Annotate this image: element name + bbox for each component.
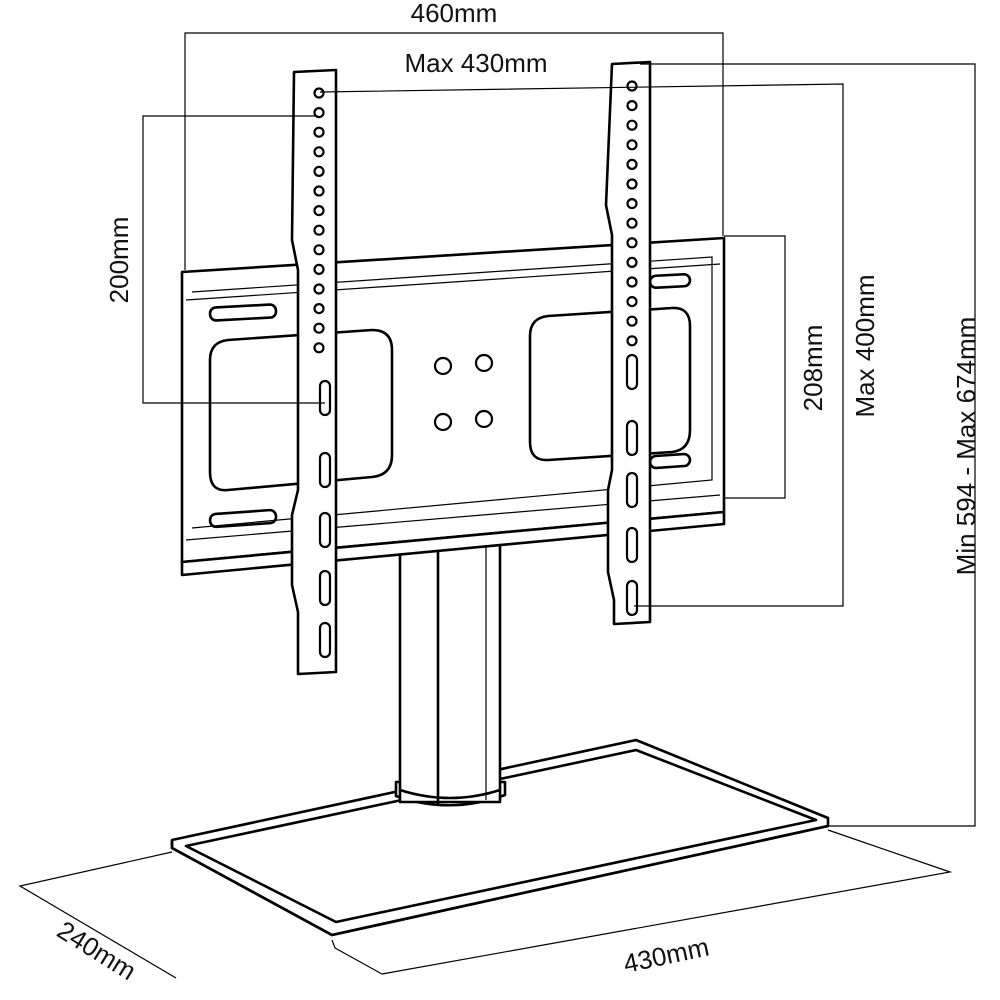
arm-hole <box>313 244 325 256</box>
arm-hole <box>626 158 638 170</box>
arm-hole <box>313 224 325 236</box>
base-width-label: 430mm <box>621 932 712 979</box>
arm-hole <box>626 198 638 210</box>
arm-hole <box>626 80 638 92</box>
arm-hole <box>313 303 325 315</box>
max-vesa-width-label: Max 430mm <box>404 48 547 78</box>
arm-slot <box>625 526 639 564</box>
overall-width-label: 460mm <box>411 0 498 28</box>
arm-hole <box>626 256 638 268</box>
arm-hole <box>626 217 638 229</box>
left-vertical-arm <box>290 68 338 676</box>
arm-hole <box>626 178 638 190</box>
max-vesa-height-label: Max 400mm <box>850 274 880 417</box>
arm-hole <box>626 315 638 327</box>
vesa-min-height-label: 200mm <box>104 217 134 304</box>
arm-hole <box>626 119 638 131</box>
arm-hole <box>313 165 325 177</box>
arm-slot <box>318 379 332 417</box>
arm-slot <box>625 579 639 617</box>
arm-hole <box>313 87 325 99</box>
arm-hole <box>626 335 638 347</box>
arm-slot <box>318 569 332 607</box>
arm-hole <box>313 146 325 158</box>
arm-hole <box>313 185 325 197</box>
arm-hole <box>313 263 325 275</box>
arm-hole <box>313 283 325 295</box>
arm-hole <box>626 237 638 249</box>
arm-hole <box>626 139 638 151</box>
plate-height-label: 208mm <box>798 325 828 412</box>
arm-slot <box>625 471 639 509</box>
arm-hole <box>313 126 325 138</box>
stand-height-label: Min 594 - Max 674mm <box>951 317 981 576</box>
arm-hole <box>313 106 325 119</box>
arm-slot <box>318 511 332 549</box>
arm-slot <box>625 419 639 457</box>
arm-slot <box>318 451 332 489</box>
arm-slot <box>625 353 639 391</box>
right-vertical-arm <box>604 60 652 626</box>
arm-hole <box>626 99 638 112</box>
dimension-lines <box>18 32 976 979</box>
arm-hole <box>626 276 638 288</box>
arm-slot <box>318 621 332 659</box>
support-column <box>394 538 507 807</box>
arm-hole <box>313 322 325 334</box>
arm-hole <box>313 342 325 354</box>
arm-hole <box>313 205 325 217</box>
arm-hole <box>626 296 638 308</box>
